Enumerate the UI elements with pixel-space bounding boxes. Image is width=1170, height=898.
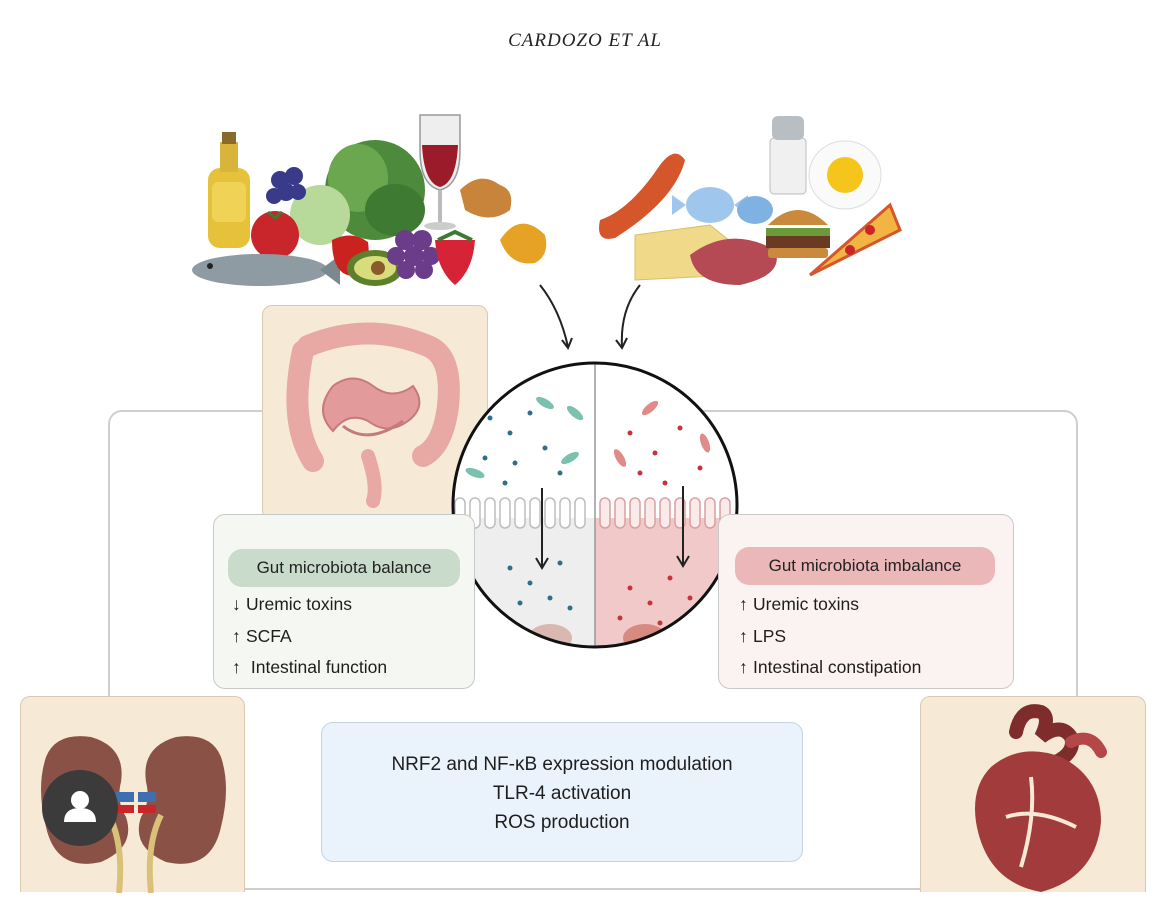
intestine-panel	[262, 305, 488, 520]
sausage-icon	[599, 153, 685, 239]
mechanisms-box: NRF2 and NF-κB expression modulation TLR…	[321, 722, 803, 862]
healthy-food-illustration	[192, 114, 547, 286]
header-title: CARDOZO ET AL	[508, 30, 662, 51]
ginger-icon	[460, 178, 512, 218]
strawberry-icon	[435, 240, 475, 285]
turmeric-icon	[500, 223, 547, 264]
balance-item: ↑SCFA	[232, 626, 292, 646]
heart-panel	[920, 696, 1146, 892]
purple-grapes-icon	[387, 230, 440, 279]
grapes-icon	[266, 167, 306, 204]
microbiota-balance-box: Gut microbiota balance ↓Uremic toxins ↑S…	[213, 514, 475, 689]
meat-icon	[690, 238, 777, 285]
candy-icon	[672, 187, 773, 224]
balance-item: ↑ Intestinal function	[232, 657, 388, 677]
gut-microbiota-circle	[451, 361, 739, 649]
burger-icon	[766, 210, 830, 258]
balance-title: Gut microbiota balance	[228, 549, 460, 587]
user-icon	[64, 791, 96, 822]
food-arrows	[539, 284, 641, 351]
mechanism-line: NRF2 and NF-κB expression modulation	[391, 754, 733, 775]
arrow-down-icon: ↓	[232, 594, 241, 614]
mechanism-line: ROS production	[494, 812, 630, 833]
wine-glass-icon	[419, 114, 461, 230]
user-profile-button[interactable]	[42, 770, 118, 846]
arrow-up-icon: ↑	[739, 626, 748, 646]
imbalance-item: ↑LPS	[739, 626, 787, 646]
fish-icon	[192, 254, 340, 286]
balance-item: ↓Uremic toxins	[232, 594, 352, 614]
pizza-icon	[809, 202, 902, 277]
oil-bottle-icon	[208, 132, 250, 248]
kidneys-panel	[20, 696, 245, 894]
tomato-icon	[251, 211, 299, 259]
heart-icon	[975, 704, 1107, 892]
imbalance-item: ↑Uremic toxins	[739, 594, 859, 614]
intestine-icon	[286, 322, 460, 508]
arrow-up-icon: ↑	[739, 594, 748, 614]
unhealthy-food-illustration	[599, 116, 902, 285]
imbalance-title: Gut microbiota imbalance	[735, 547, 995, 585]
fried-egg-icon	[808, 140, 882, 210]
arrow-up-icon: ↑	[232, 657, 241, 677]
arrow-up-icon: ↑	[739, 657, 748, 677]
salt-shaker-icon	[769, 116, 807, 195]
arrow-up-icon: ↑	[232, 626, 241, 646]
mechanism-line: TLR-4 activation	[492, 783, 632, 804]
leafy-greens-icon	[290, 140, 425, 245]
microbiota-imbalance-box: Gut microbiota imbalance ↑Uremic toxins …	[718, 514, 1014, 689]
imbalance-item: ↑Intestinal constipation	[739, 657, 922, 677]
